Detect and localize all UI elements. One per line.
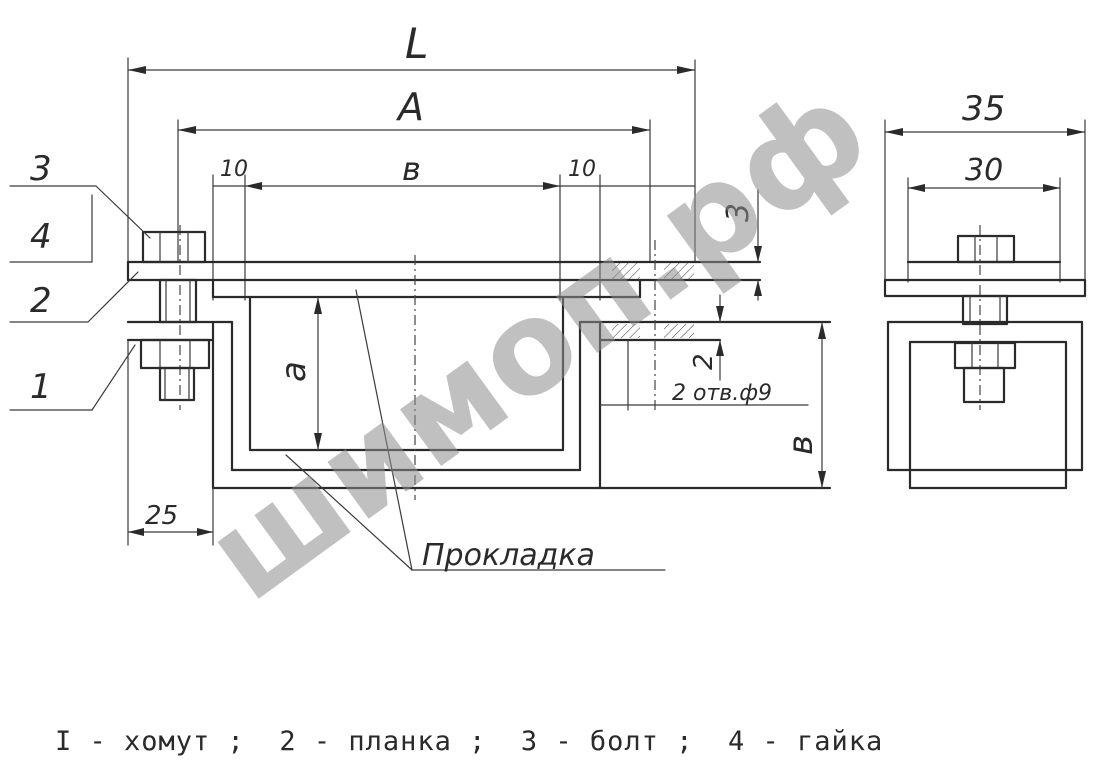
callout-1: 1 [30, 367, 52, 407]
dimension-30: 30 [907, 153, 1061, 283]
pad-callout: Прокладка [285, 289, 666, 573]
dim-25-label: 25 [145, 501, 178, 531]
holes-callout: 2 отв.ф9 [599, 339, 809, 411]
callout-2: 2 [30, 281, 52, 321]
dim-A-label: A [395, 85, 424, 129]
dim-b-label: в [402, 150, 421, 188]
dim-B-label: в [781, 435, 821, 455]
dimension-35: 35 [884, 89, 1086, 297]
dimension-25: 25 [127, 339, 214, 546]
parts-legend: I - хомут ; 2 - планка ; 3 - болт ; 4 - … [55, 726, 883, 757]
side-view: 35 30 [883, 89, 1087, 490]
dim-2-label: 2 [689, 353, 719, 370]
dimension-B: в [781, 321, 826, 489]
dim-10-right: 10 [568, 157, 596, 182]
pad-prokladka [248, 295, 565, 452]
callout-3: 3 [30, 149, 52, 189]
dim-a-label: а [274, 361, 314, 382]
dimension-a: а [274, 296, 322, 451]
dim-L-label: L [405, 19, 428, 68]
front-view: L A 10 в 10 [9, 19, 981, 573]
part-callouts: 3 4 2 1 [9, 149, 151, 411]
bolt-assembly [139, 230, 211, 402]
side-plate [883, 278, 1087, 298]
dim-30-label: 30 [965, 153, 1003, 188]
pad-label: Прокладка [422, 538, 595, 573]
dimension-thickness: 3 2 [689, 189, 762, 381]
side-bolt [953, 234, 1017, 404]
holes-label: 2 отв.ф9 [672, 381, 772, 406]
side-clamp [886, 260, 1084, 490]
dim-35-label: 35 [962, 89, 1005, 129]
dimension-A: A [177, 85, 651, 263]
callout-4: 4 [30, 217, 52, 257]
dimension-L: L [127, 19, 696, 271]
clamp-upper [211, 278, 642, 299]
dim-3-label: 3 [721, 203, 756, 222]
dim-10-left: 10 [220, 157, 248, 182]
center-lines [179, 225, 981, 500]
clamp-khomut [126, 320, 832, 490]
